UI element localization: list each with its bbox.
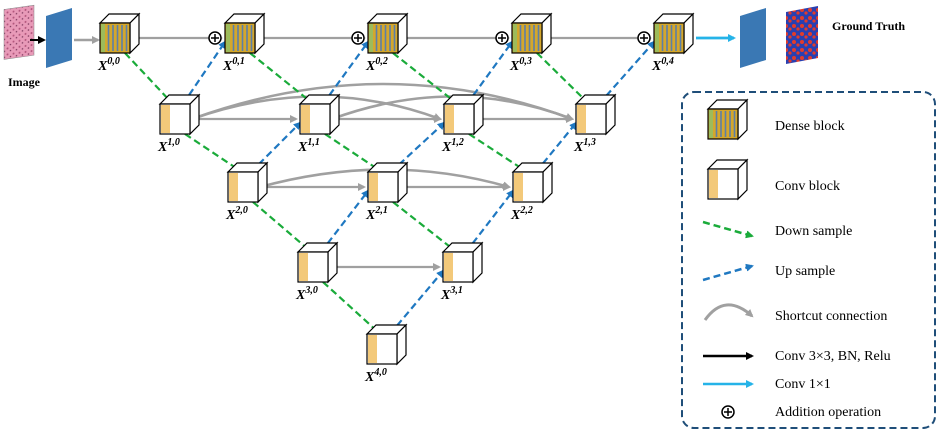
- block-x40: [365, 323, 408, 366]
- block-label-x22: X2,2: [510, 205, 533, 223]
- down-sample-arrow: [252, 201, 311, 252]
- legend-addition-label: Addition operation: [775, 405, 881, 420]
- down-sample-icon: [702, 220, 754, 239]
- down-sample-arrow: [124, 52, 173, 104]
- block-label-x12: X1,2: [441, 137, 464, 155]
- down-sample-arrow: [392, 52, 457, 104]
- output-feature-map: [740, 8, 766, 68]
- down-sample-arrow: [322, 281, 380, 334]
- block-x13: [574, 93, 617, 136]
- block-x20: [226, 161, 269, 204]
- legend-shortcut-label: Shortcut connection: [775, 309, 887, 324]
- blocks-layer: X0,0 X0,1 X0,2 X0,3 X0,4X1,0 X1,1 X1,2 X1,3X2,0…: [97, 12, 695, 385]
- legend-down-label: Down sample: [775, 224, 852, 239]
- block-label-x04: X0,4: [651, 56, 674, 74]
- legend-conv1-label: Conv 1×1: [775, 377, 831, 392]
- addition-operator: [351, 31, 365, 45]
- dense-block-icon: [706, 98, 749, 141]
- up-sample-arrow: [389, 269, 445, 335]
- output-label: Ground Truth: [832, 19, 905, 33]
- conv-block-icon: [706, 158, 749, 201]
- ground-truth-image: [786, 6, 818, 64]
- block-x01: [223, 12, 266, 55]
- block-x03: [510, 12, 553, 55]
- legend-conv-label: Conv block: [775, 179, 840, 194]
- input-label: Image: [8, 75, 41, 89]
- block-label-x11: X1,1: [297, 137, 320, 155]
- legend-border: [681, 91, 936, 429]
- block-label-x13: X1,3: [573, 137, 596, 155]
- block-label-x00: X0,0: [97, 56, 120, 74]
- up-sample-arrow: [465, 189, 515, 253]
- block-x02: [366, 12, 409, 55]
- down-sample-arrow: [184, 133, 241, 172]
- shortcut-icon: [703, 303, 754, 321]
- down-sample-arrow: [468, 133, 526, 172]
- block-x30: [296, 241, 339, 284]
- legend-conv3-label: Conv 3×3, BN, Relu: [775, 349, 891, 364]
- block-label-x10: X1,0: [157, 137, 180, 155]
- block-x31: [441, 241, 484, 284]
- block-x21: [366, 161, 409, 204]
- block-x00: [98, 12, 141, 55]
- down-sample-arrow: [249, 52, 313, 104]
- down-sample-arrow: [536, 52, 589, 104]
- down-sample-arrow: [324, 133, 381, 172]
- block-label-x40: X4,0: [364, 367, 387, 385]
- legend: Dense block Conv block Down sample Up sa…: [681, 91, 936, 429]
- input-feature-map: [46, 8, 72, 68]
- block-x12: [442, 93, 485, 136]
- block-x10: [158, 93, 201, 136]
- block-label-x30: X3,0: [295, 285, 318, 303]
- up-sample-arrow: [466, 40, 514, 105]
- up-sample-arrow: [320, 189, 370, 253]
- block-x22: [511, 161, 554, 204]
- block-label-x31: X3,1: [440, 285, 463, 303]
- block-x04: [652, 12, 695, 55]
- up-sample-arrow: [322, 40, 370, 105]
- block-label-x03: X0,3: [509, 56, 532, 74]
- down-sample-arrow: [392, 201, 456, 252]
- up-sample-icon: [702, 263, 754, 282]
- block-label-x02: X0,2: [365, 56, 388, 74]
- up-sample-arrow: [598, 40, 656, 105]
- input-image: [3, 4, 35, 60]
- block-label-x01: X0,1: [222, 56, 245, 74]
- addition-operator: [637, 31, 651, 45]
- legend-up-label: Up sample: [775, 264, 835, 279]
- addition-icon: [721, 405, 735, 419]
- addition-operator: [208, 31, 222, 45]
- block-label-x21: X2,1: [365, 205, 388, 223]
- legend-dense-cube: [706, 98, 749, 141]
- block-x11: [298, 93, 341, 136]
- up-sample-arrow: [182, 40, 227, 105]
- addition-operator: [495, 31, 509, 45]
- block-label-x20: X2,0: [225, 205, 248, 223]
- legend-conv-cube: [706, 158, 749, 201]
- legend-dense-label: Dense block: [775, 119, 845, 134]
